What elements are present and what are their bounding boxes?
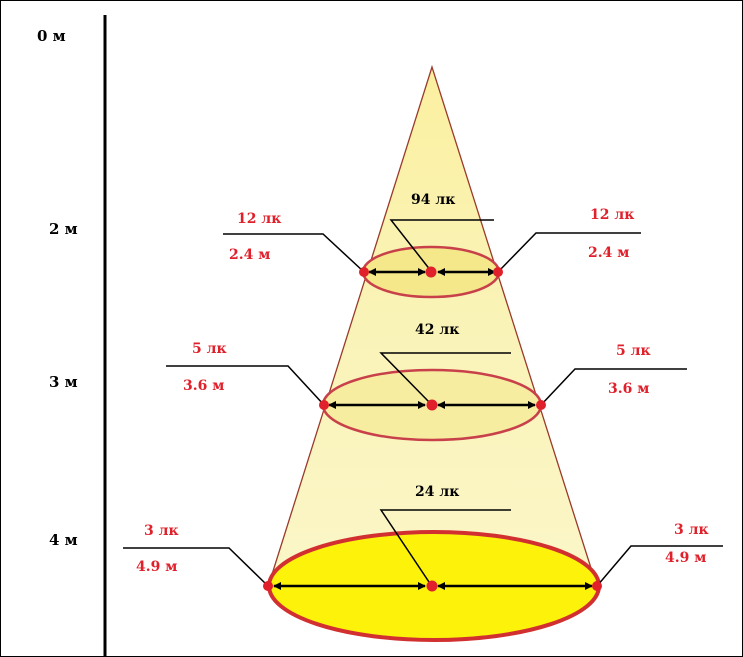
leader-2m-center	[389, 219, 494, 272]
point-4m-center	[426, 580, 438, 592]
edge-lux-3m-left: 5 лк	[192, 341, 227, 357]
distance-label-4: 4 м	[49, 531, 78, 549]
measurement-points	[263, 266, 602, 592]
leader-2m-right	[497, 232, 641, 273]
point-2m-left	[359, 267, 369, 277]
point-4m-left	[263, 581, 273, 591]
center-lux-4m: 24 лк	[415, 484, 459, 500]
diameter-3m-right: 3.6 м	[608, 381, 649, 397]
diameter-2m-left: 2.4 м	[229, 247, 270, 263]
distance-label-2: 2 м	[49, 220, 78, 238]
edge-lux-2m-left: 12 лк	[237, 211, 281, 227]
leader-3m-right	[540, 368, 687, 406]
distance-label-0: 0 м	[37, 27, 66, 45]
leader-3m-left	[166, 365, 325, 406]
leader-4m-center	[379, 509, 511, 586]
edge-lux-3m-right: 5 лк	[616, 343, 651, 359]
point-2m-right	[493, 267, 503, 277]
edge-lux-4m-right: 3 лк	[674, 522, 709, 538]
leader-4m-right	[596, 545, 723, 587]
diameter-3m-left: 3.6 м	[183, 378, 224, 394]
point-2m-center	[425, 266, 437, 278]
distance-label-3: 3 м	[49, 373, 78, 391]
center-lux-2m: 94 лк	[411, 192, 455, 208]
diameter-4m-right: 4.9 м	[665, 550, 706, 566]
point-3m-left	[319, 400, 329, 410]
edge-lux-2m-right: 12 лк	[590, 207, 634, 223]
leader-3m-center	[379, 352, 511, 405]
diameter-arrows	[273, 268, 593, 590]
point-4m-right	[592, 581, 602, 591]
center-lux-3m: 42 лк	[415, 322, 459, 338]
diameter-2m-right: 2.4 м	[588, 245, 629, 261]
leader-lines	[123, 219, 723, 587]
diameter-4m-left: 4.9 м	[136, 559, 177, 575]
edge-lux-4m-left: 3 лк	[144, 523, 179, 539]
point-3m-center	[426, 399, 438, 411]
leader-2m-left	[223, 233, 365, 273]
leader-4m-left	[123, 547, 269, 587]
point-3m-right	[536, 400, 546, 410]
